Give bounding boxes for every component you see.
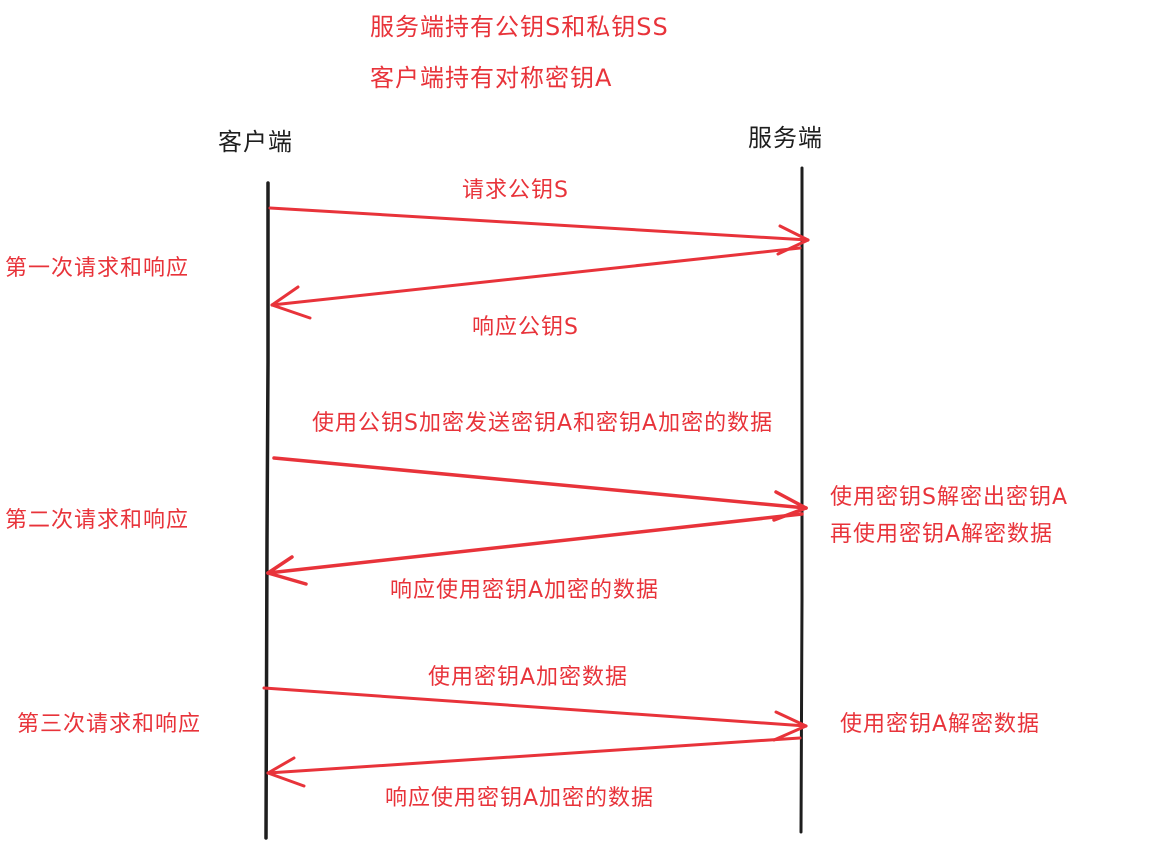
round-2-response-arrow [266, 512, 804, 586]
round-1-request-arrow [268, 206, 810, 256]
round-3-request-label: 使用密钥A加密数据 [428, 665, 629, 690]
server-lifeline [799, 166, 804, 834]
round-3-server-note-1: 使用密钥A解密数据 [840, 712, 1041, 737]
header-line-1: 服务端持有公钥S和私钥SS [370, 13, 669, 41]
actor-server: 服务端 [748, 124, 823, 152]
round-2-request-label: 使用公钥S加密发送密钥A和密钥A加密的数据 [312, 411, 774, 436]
round-3-request-arrow [262, 686, 808, 742]
round-2-server-note-1: 使用密钥S解密出密钥A [830, 485, 1069, 510]
round-3-label: 第三次请求和响应 [17, 712, 202, 737]
round-1-response-arrow [270, 246, 802, 320]
round-1-label: 第一次请求和响应 [5, 256, 190, 281]
round-2-response-label: 响应使用密钥A加密的数据 [390, 578, 660, 603]
round-3-response-arrow [266, 736, 802, 788]
round-1-request-label: 请求公钥S [462, 178, 569, 203]
actor-client: 客户端 [218, 128, 293, 156]
round-3-response-label: 响应使用密钥A加密的数据 [385, 786, 655, 811]
round-2-request-arrow [272, 456, 808, 522]
round-2-label: 第二次请求和响应 [5, 508, 190, 533]
header-line-2: 客户端持有对称密钥A [370, 64, 613, 92]
round-1-response-label: 响应公钥S [472, 315, 579, 340]
round-2-server-note-2: 再使用密钥A解密数据 [830, 522, 1054, 547]
client-lifeline [264, 181, 270, 840]
